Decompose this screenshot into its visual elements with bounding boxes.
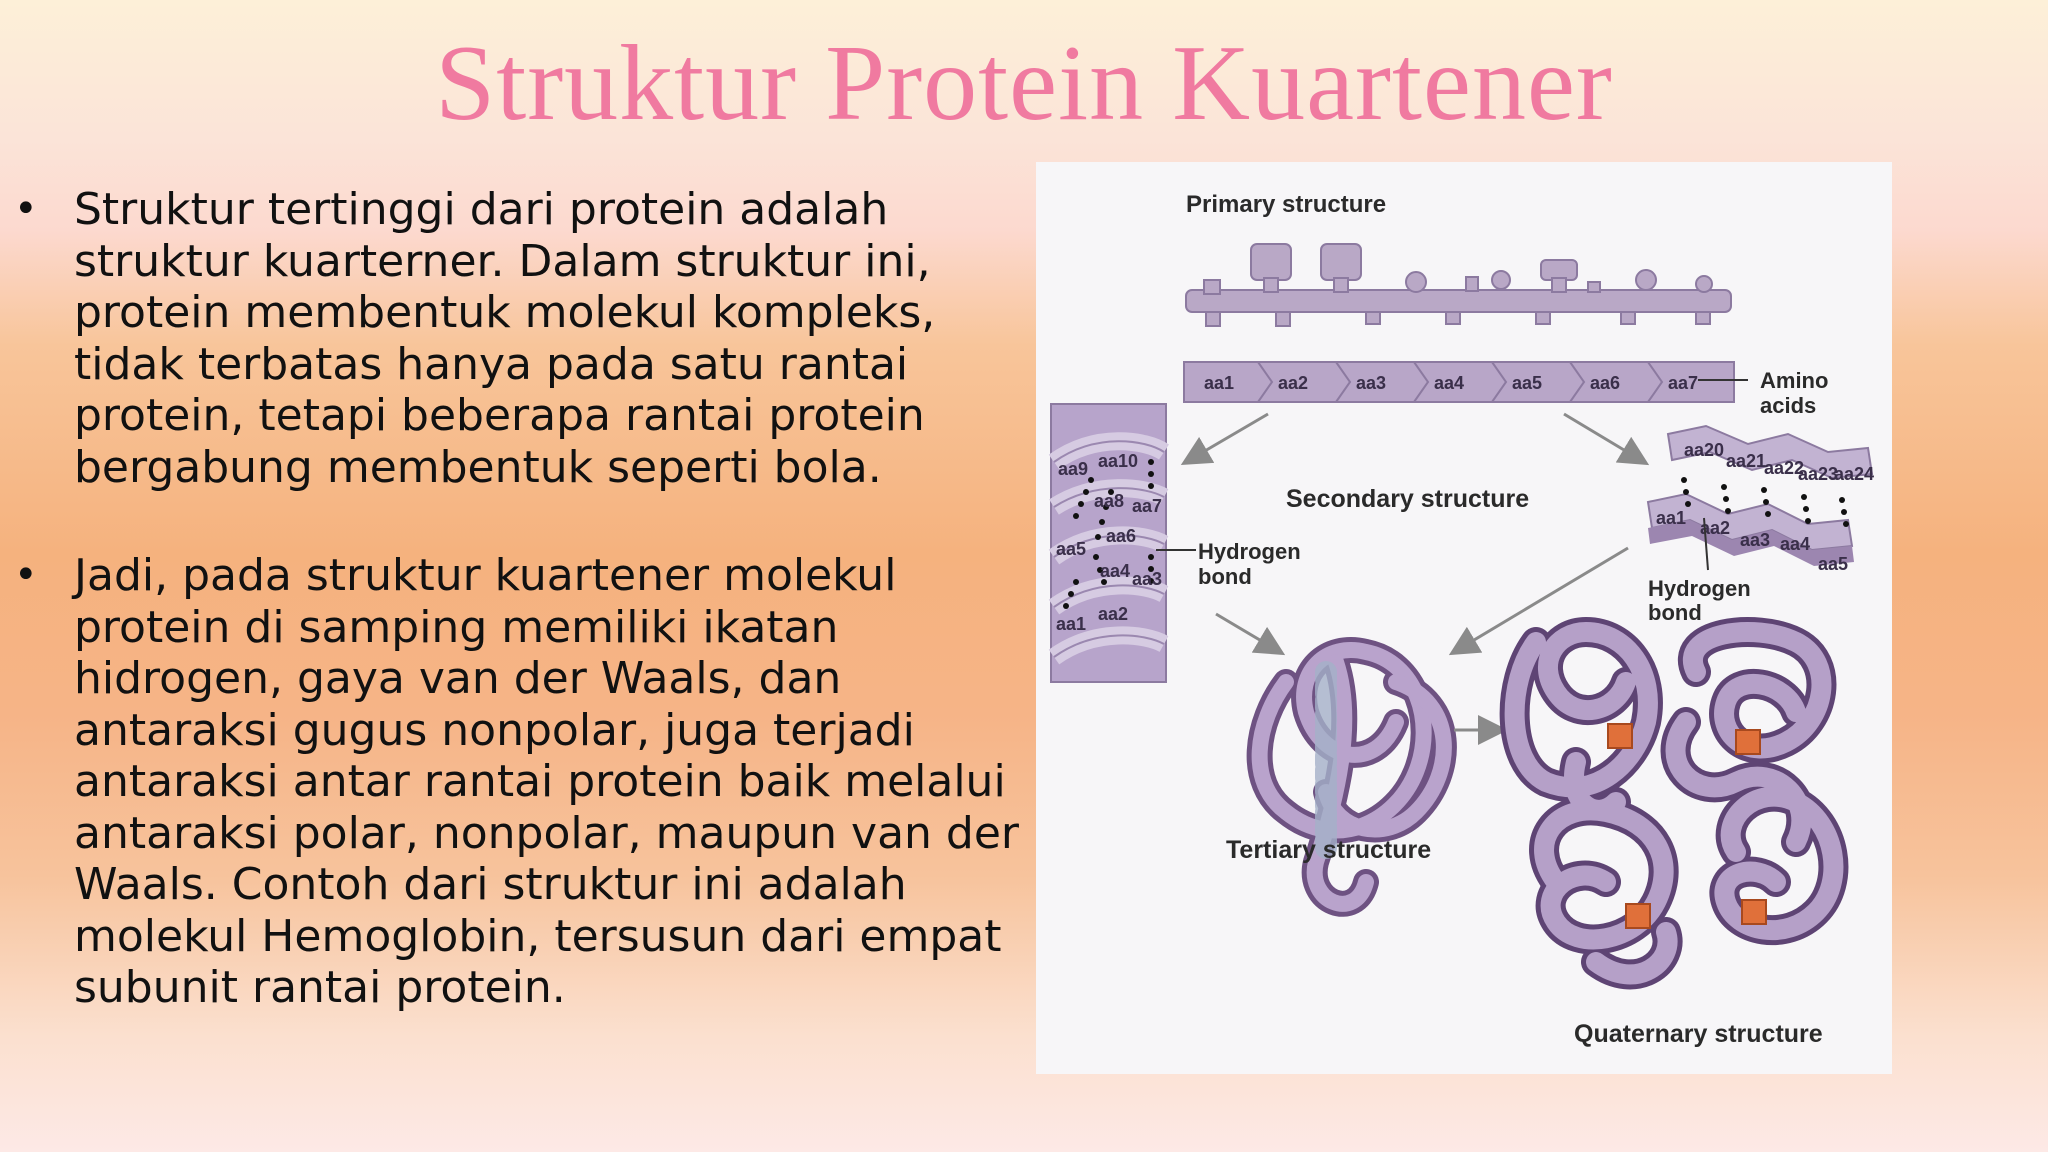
sheet-aa3: aa3	[1740, 530, 1770, 550]
slide-title: Struktur Protein Kuartener	[435, 24, 1613, 143]
bullet-marker: •	[14, 552, 38, 598]
protein-structure-figure: Primary structure aa1 aa2 aa3 aa4 aa5 aa…	[1036, 162, 1892, 1074]
amino-aa3: aa3	[1356, 373, 1386, 393]
amino-aa4: aa4	[1434, 373, 1464, 393]
heme-group	[1625, 903, 1651, 929]
sheet-aa23: aa23	[1798, 464, 1838, 484]
amino-aa2: aa2	[1278, 373, 1308, 393]
bullet-marker: •	[14, 186, 38, 232]
heme-group	[1607, 723, 1633, 749]
helix-aa6: aa6	[1106, 526, 1136, 546]
primary-backbone	[1185, 243, 1732, 327]
helix-aa10: aa10	[1098, 451, 1138, 471]
sheet-aa5: aa5	[1818, 554, 1848, 574]
bullet-list: • Struktur tertinggi dari protein adalah…	[14, 184, 1024, 1014]
sheet-aa20: aa20	[1684, 440, 1724, 460]
helix-hbond-label-line2: bond	[1198, 564, 1252, 589]
sheet-hbond-label-line1: Hydrogen	[1648, 576, 1751, 601]
arrow-to-sheet	[1563, 412, 1650, 466]
amino-aa6: aa6	[1590, 373, 1620, 393]
helix-aa9: aa9	[1058, 459, 1088, 479]
helix-aa3: aa3	[1132, 569, 1162, 589]
protein-structure-diagram: Primary structure aa1 aa2 aa3 aa4 aa5 aa…	[1048, 191, 1874, 1048]
helix-hbond-label-line1: Hydrogen	[1198, 539, 1301, 564]
quaternary-structure	[1499, 616, 1849, 990]
tertiary-structure	[1246, 637, 1457, 917]
bullet-item-1: • Struktur tertinggi dari protein adalah…	[14, 184, 1024, 493]
helix-aa2: aa2	[1098, 604, 1128, 624]
bullet-item-2: • Jadi, pada struktur kuartener molekul …	[14, 550, 1024, 1014]
amino-acid-chain: aa1 aa2 aa3 aa4 aa5 aa6 aa7	[1183, 361, 1735, 403]
sheet-aa4: aa4	[1780, 534, 1810, 554]
sheet-hbond-label-line2: bond	[1648, 600, 1702, 625]
amino-aa5: aa5	[1512, 373, 1542, 393]
arrow-helix-to-tertiary	[1215, 612, 1286, 656]
helix-aa1: aa1	[1056, 614, 1086, 634]
sheet-aa1: aa1	[1656, 508, 1686, 528]
helix-aa4: aa4	[1100, 561, 1130, 581]
bullet-text-2: Jadi, pada struktur kuartener molekul pr…	[74, 550, 1019, 1013]
heme-group	[1741, 899, 1767, 925]
bullet-text-1: Struktur tertinggi dari protein adalah s…	[74, 184, 936, 493]
amino-acids-label-line1: Amino	[1760, 368, 1828, 393]
amino-acids-label-line2: acids	[1760, 393, 1816, 418]
secondary-structure-label: Secondary structure	[1286, 485, 1529, 513]
tertiary-structure-label: Tertiary structure	[1226, 836, 1431, 864]
helix-aa7: aa7	[1132, 496, 1162, 516]
amino-aa1: aa1	[1204, 373, 1234, 393]
primary-structure-label: Primary structure	[1186, 191, 1386, 218]
sheet-aa22: aa22	[1764, 458, 1804, 478]
alpha-helix: aa9 aa10 aa8 aa7 aa6 aa5 aa4 aa3 aa1 aa2	[1048, 403, 1169, 683]
arrow-sheet-to-tertiary	[1448, 546, 1629, 656]
helix-aa5: aa5	[1056, 539, 1086, 559]
sheet-aa2: aa2	[1700, 518, 1730, 538]
heme-group	[1735, 729, 1761, 755]
arrow-to-helix	[1180, 412, 1269, 466]
sheet-aa24: aa24	[1834, 464, 1874, 484]
sheet-aa21: aa21	[1726, 451, 1766, 471]
beta-sheet: aa20 aa21 aa22 aa23 aa24 aa1 aa2 aa3 aa4…	[1646, 424, 1874, 574]
amino-aa7: aa7	[1668, 373, 1698, 393]
helix-aa8: aa8	[1094, 491, 1124, 511]
quaternary-structure-label: Quaternary structure	[1574, 1020, 1823, 1048]
